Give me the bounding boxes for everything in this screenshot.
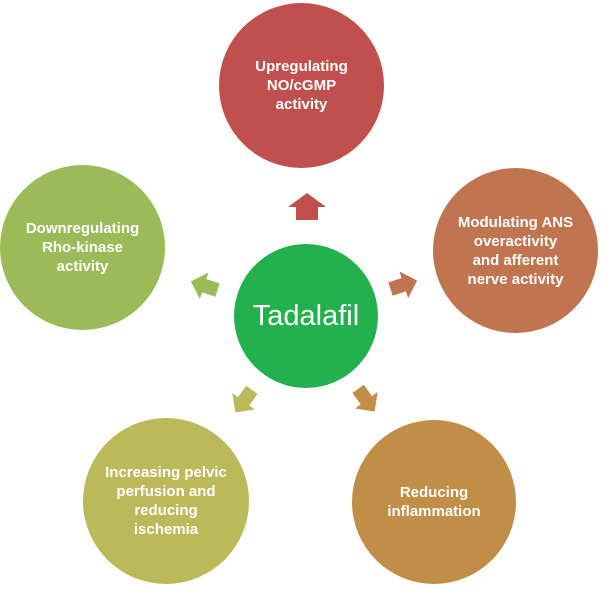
arrow-to-perfusion [232, 385, 258, 413]
node-no-cgmp-label: Upregulating NO/cGMP activity [255, 58, 348, 113]
arrow-to-rho-kinase [190, 272, 220, 300]
node-ans-label: Modulating ANS overactivity and afferent… [457, 213, 574, 288]
arrow-to-ans [388, 271, 418, 299]
node-rho-kinase-label: Downregulating Rho-kinase activity [25, 220, 140, 275]
center-label: Tadalafil [252, 300, 360, 332]
node-perfusion: Increasing pelvic perfusion and reducing… [83, 418, 249, 584]
node-inflammation: Reducing inflammation [352, 420, 516, 584]
arrow-to-no-cgmp [288, 193, 326, 220]
node-perfusion-label: Increasing pelvic perfusion and reducing… [105, 464, 227, 538]
node-ans: Modulating ANS overactivity and afferent… [433, 168, 598, 333]
arrow-to-inflammation [352, 384, 378, 412]
node-inflammation-label: Reducing inflammation [387, 484, 481, 520]
node-rho-kinase: Downregulating Rho-kinase activity [0, 165, 165, 330]
node-no-cgmp: Upregulating NO/cGMP activity [219, 3, 384, 168]
center-node-tadalafil: Tadalafil [234, 244, 378, 388]
